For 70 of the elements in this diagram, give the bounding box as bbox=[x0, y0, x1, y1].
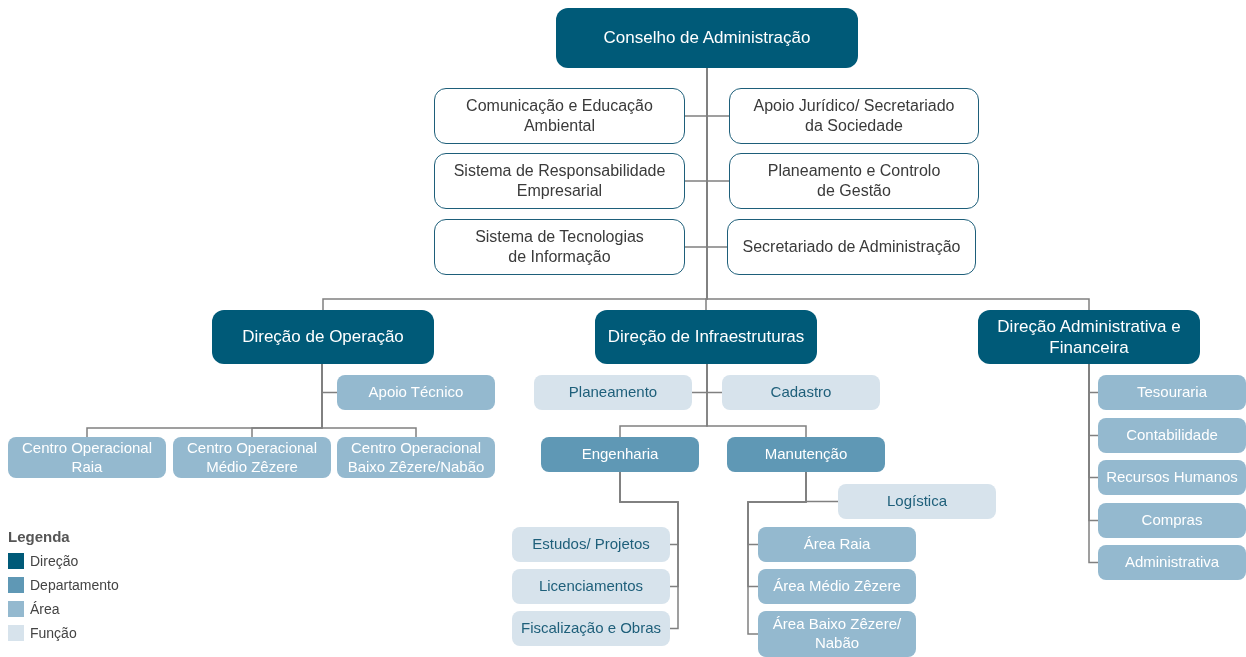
connector-line bbox=[1088, 363, 1099, 564]
node-label: Centro Operacional Raia bbox=[20, 438, 154, 477]
node-label: Sistema de Tecnologias de Informação bbox=[474, 227, 645, 267]
node-label: Logística bbox=[886, 492, 947, 511]
node-label: Secretariado de Administração bbox=[742, 237, 961, 257]
staff-box bbox=[434, 88, 685, 144]
node-label: Centro Operacional Baixo Zêzere/Nabão bbox=[346, 438, 486, 477]
function-box bbox=[534, 375, 692, 410]
area-box bbox=[1098, 460, 1246, 495]
node-label: Estudos/ Projetos bbox=[532, 535, 650, 554]
department-box bbox=[541, 437, 699, 472]
node-label: Administrativa bbox=[1124, 553, 1220, 572]
area-box bbox=[1098, 375, 1246, 410]
node-label: Fiscalização e Obras bbox=[520, 619, 662, 638]
function-box bbox=[512, 611, 670, 646]
node-label: Direção de Infraestruturas bbox=[607, 326, 805, 348]
legend-label: Função bbox=[30, 624, 77, 642]
area-box bbox=[758, 569, 916, 604]
direction-box bbox=[595, 310, 817, 364]
direction-box bbox=[556, 8, 858, 68]
area-box bbox=[758, 527, 916, 562]
node-label: Engenharia bbox=[581, 445, 659, 464]
node-label: Manutenção bbox=[764, 445, 848, 464]
area-box bbox=[8, 437, 166, 478]
function-box bbox=[838, 484, 996, 519]
function-box bbox=[512, 569, 670, 604]
direction-box bbox=[978, 310, 1200, 364]
connector-line bbox=[619, 471, 679, 630]
node-label: Direção Administrativa e Financeira bbox=[996, 315, 1182, 359]
staff-box bbox=[434, 153, 685, 209]
node-label: Sistema de Responsabilidade Empresarial bbox=[452, 161, 667, 201]
node-label: Área Médio Zêzere bbox=[773, 577, 901, 596]
legend-title: Legenda bbox=[8, 528, 71, 546]
node-label: Recursos Humanos bbox=[1106, 468, 1238, 487]
staff-box bbox=[729, 88, 979, 144]
legend-label: Direção bbox=[30, 552, 79, 570]
node-label: Comunicação e Educação Ambiental bbox=[465, 96, 654, 136]
legend-label: Área bbox=[30, 600, 60, 618]
connector-line bbox=[747, 471, 807, 635]
node-label: Direção de Operação bbox=[242, 326, 404, 348]
node-label: Planeamento e Controlo de Gestão bbox=[766, 161, 942, 201]
area-box bbox=[1098, 503, 1246, 538]
node-label: Tesouraria bbox=[1136, 383, 1207, 402]
legend-label: Departamento bbox=[30, 576, 119, 594]
staff-box bbox=[729, 153, 979, 209]
area-box bbox=[1098, 545, 1246, 580]
function-box bbox=[722, 375, 880, 410]
node-label: Compras bbox=[1141, 511, 1203, 530]
node-label: Contabilidade bbox=[1126, 426, 1218, 445]
staff-box bbox=[727, 219, 976, 275]
function-box bbox=[512, 527, 670, 562]
area-box bbox=[1098, 418, 1246, 453]
node-label: Centro Operacional Médio Zêzere bbox=[185, 438, 319, 477]
node-label: Área Raia bbox=[803, 535, 871, 554]
node-label: Planeamento bbox=[568, 383, 658, 402]
node-label: Cadastro bbox=[770, 383, 832, 402]
area-box bbox=[337, 375, 495, 410]
staff-box bbox=[434, 219, 685, 275]
direction-box bbox=[212, 310, 434, 364]
node-label: Conselho de Administração bbox=[603, 27, 811, 49]
node-label: Licenciamentos bbox=[538, 577, 644, 596]
node-label: Apoio Jurídico/ Secretariado da Sociedade bbox=[752, 96, 956, 136]
connector-line bbox=[321, 363, 417, 438]
area-box bbox=[758, 611, 916, 657]
node-label: Apoio Técnico bbox=[368, 383, 464, 402]
node-label: Área Baixo Zêzere/ Nabão bbox=[771, 615, 903, 653]
area-box bbox=[337, 437, 495, 478]
connector-line bbox=[706, 363, 807, 438]
area-box bbox=[173, 437, 331, 478]
department-box bbox=[727, 437, 885, 472]
